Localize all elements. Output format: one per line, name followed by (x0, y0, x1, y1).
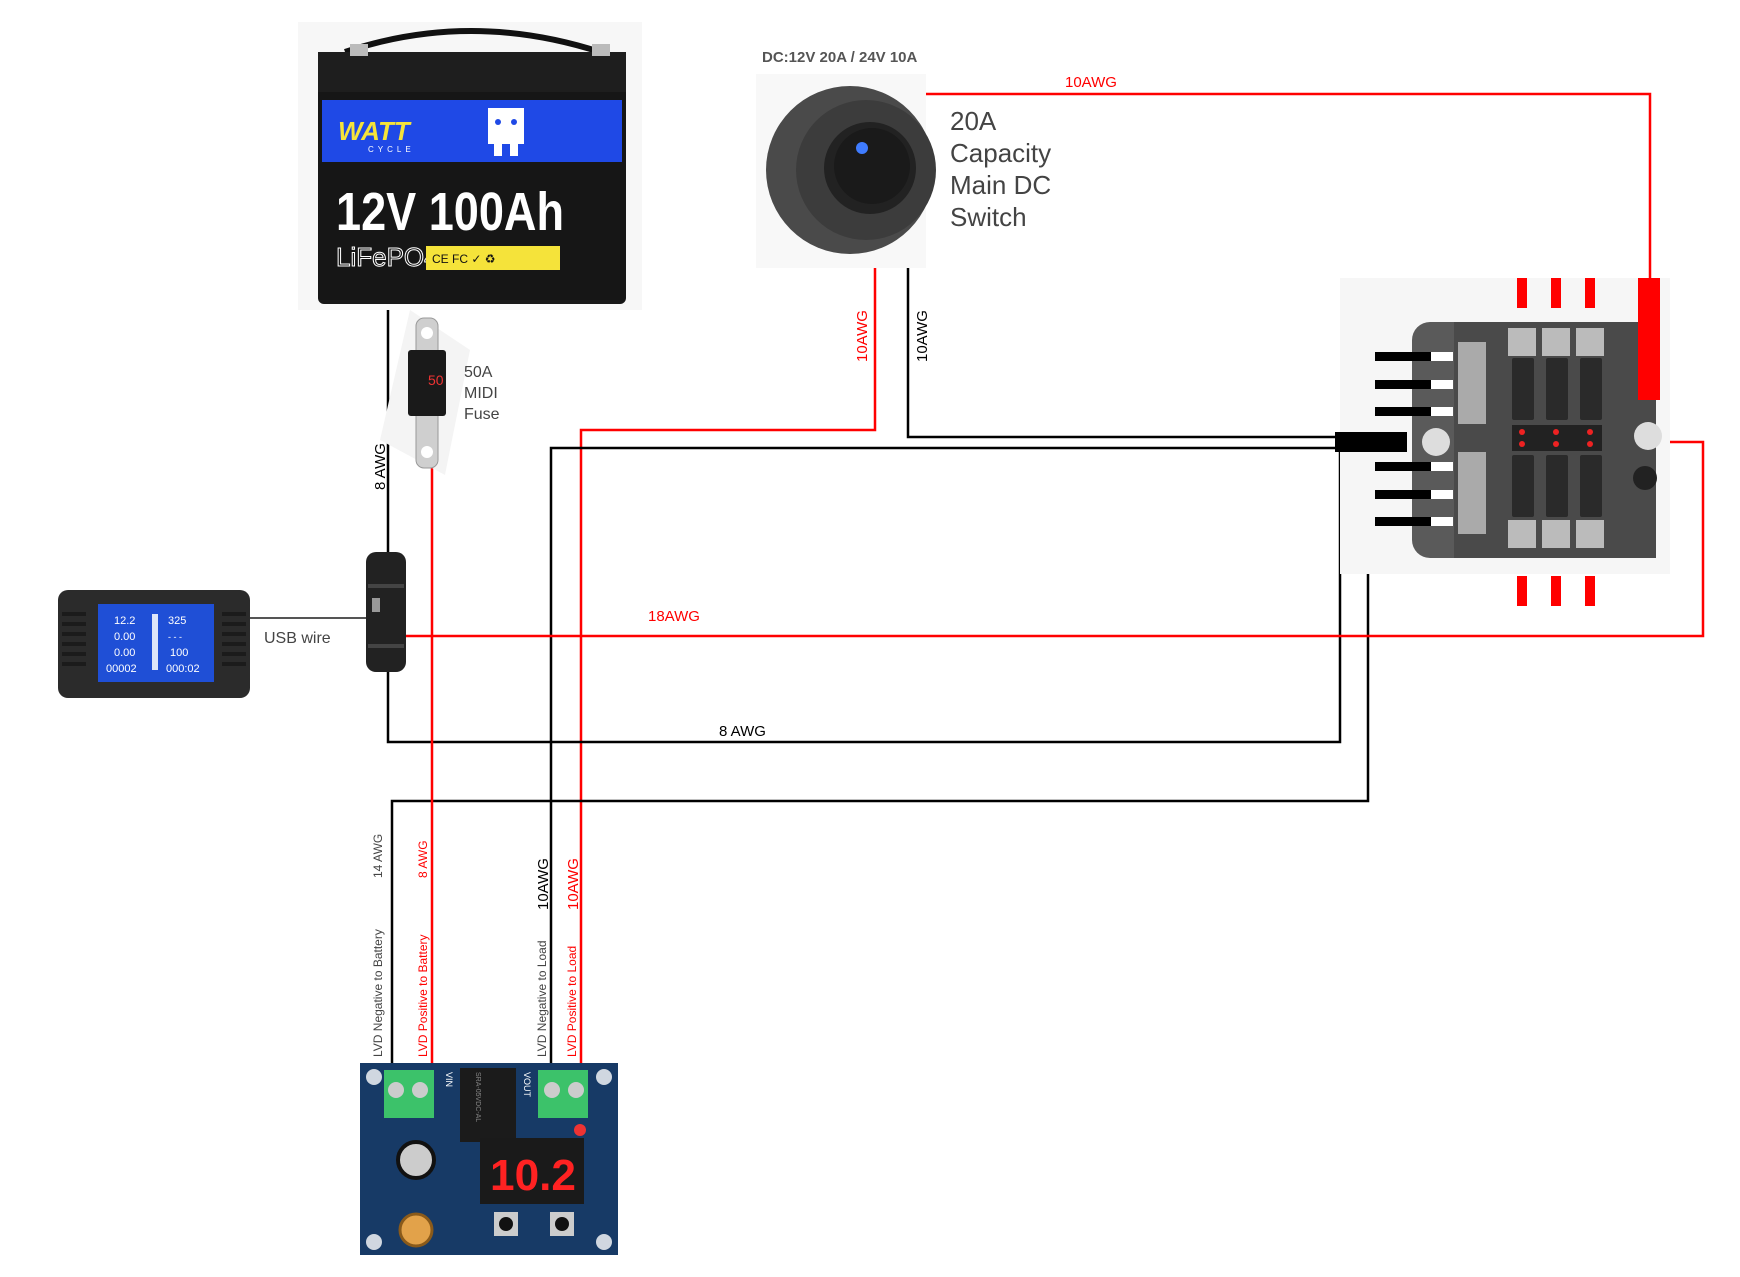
battery-brand: WATT (338, 116, 412, 146)
meter-capacity: 325 (168, 615, 186, 627)
label-lvd-pos-batt-gauge: 8 AWG (416, 840, 430, 878)
main-switch: DC:12V 20A / 24V 10A 20A Capacity Main D… (756, 49, 1051, 268)
label-lvd-neg-batt: LVD Negative to Battery (371, 929, 385, 1057)
label-8awg-battery-neg: 8 AWG (372, 443, 389, 490)
wire-18awg (386, 440, 1705, 638)
label-lvd-pos-batt: LVD Positive to Battery (416, 935, 430, 1058)
wire-switch-negative (906, 226, 1340, 439)
wire-switch-to-fuseblock (902, 92, 1652, 280)
battery: WATT CYCLE 12V 100Ah LiFePO4 CE FC ✓ ♻ (298, 22, 642, 310)
usb-port-icon (372, 598, 380, 612)
meter-power: 0.00 (114, 647, 135, 659)
battery-logo-icon (488, 108, 524, 156)
battery-certs: CE FC ✓ ♻ (432, 252, 495, 266)
main-positive-cable (1638, 278, 1660, 400)
wire-block-negative-c (390, 455, 1370, 1085)
battery-brand-band (322, 100, 622, 162)
label-10awg-switch-red: 10AWG (854, 310, 871, 362)
wire-block-negative-a (549, 446, 1340, 1085)
switch-desc-2: Capacity (950, 138, 1051, 168)
fuse-face-value: 50 (428, 372, 444, 388)
wire-switch-to-lvd-load-positive (579, 254, 877, 1085)
meter-soc: 100 (170, 647, 188, 659)
lvd-display: 10.2 (490, 1151, 576, 1200)
battery-cert-band (426, 246, 560, 270)
label-10awg-switch-black: 10AWG (914, 310, 931, 362)
fuse-indicator-leds (1519, 429, 1593, 447)
fuse-slots (1512, 358, 1602, 517)
positive-stud-icon (1633, 466, 1657, 490)
battery-rating: 12V 100Ah (336, 182, 564, 242)
lvd-board: SRA-05VDC-AL VIN VOUT 10.2 (360, 1063, 618, 1255)
switch-spec: DC:12V 20A / 24V 10A (762, 49, 918, 66)
label-10awg-top: 10AWG (1065, 74, 1117, 91)
switch-led-icon (856, 142, 868, 154)
switch-desc-3: Main DC (950, 170, 1051, 200)
meter-time: 000:02 (166, 663, 200, 675)
shunt-sensor (366, 552, 406, 672)
battery-brand-sub: CYCLE (368, 145, 415, 154)
label-18awg: 18AWG (648, 608, 700, 625)
battery-monitor: 12.2 0.00 0.00 00002 325 - - - 100 000:0… (58, 590, 331, 698)
fuse-label-line-2: MIDI (464, 385, 498, 402)
fuse-block (1335, 278, 1670, 606)
midi-fuse: 50 50A MIDI Fuse (380, 310, 500, 475)
usb-wire-label: USB wire (264, 630, 331, 647)
wires (248, 92, 1705, 1085)
label-lvd-pos-load-gauge: 10AWG (565, 858, 582, 910)
lvd-relay-text: SRA-05VDC-AL (474, 1072, 481, 1122)
fuse-label-line-3: Fuse (464, 406, 500, 423)
label-lvd-neg-batt-gauge: 14 AWG (371, 834, 385, 878)
battery-chemistry: LiFePO4 (336, 242, 439, 272)
switch-desc-4: Switch (950, 202, 1027, 232)
main-negative-cable (1335, 432, 1407, 452)
lvd-vout-label: VOUT (522, 1072, 532, 1098)
label-lvd-neg-load-gauge: 10AWG (535, 858, 552, 910)
label-8awg-bottom: 8 AWG (719, 723, 766, 740)
lvd-led-icon (574, 1124, 586, 1136)
meter-current: 0.00 (114, 631, 135, 643)
fuse-label-line-1: 50A (464, 364, 493, 381)
meter-resistance: - - - (168, 632, 182, 642)
label-lvd-pos-load: LVD Positive to Load (565, 946, 579, 1057)
negative-terminals (1375, 352, 1431, 526)
switch-desc-1: 20A (950, 106, 997, 136)
wire-block-negative-b (386, 448, 1342, 744)
meter-voltage: 12.2 (114, 615, 135, 627)
label-lvd-neg-load: LVD Negative to Load (535, 940, 549, 1057)
meter-energy: 00002 (106, 663, 137, 675)
lvd-vin-label: VIN (444, 1072, 454, 1087)
